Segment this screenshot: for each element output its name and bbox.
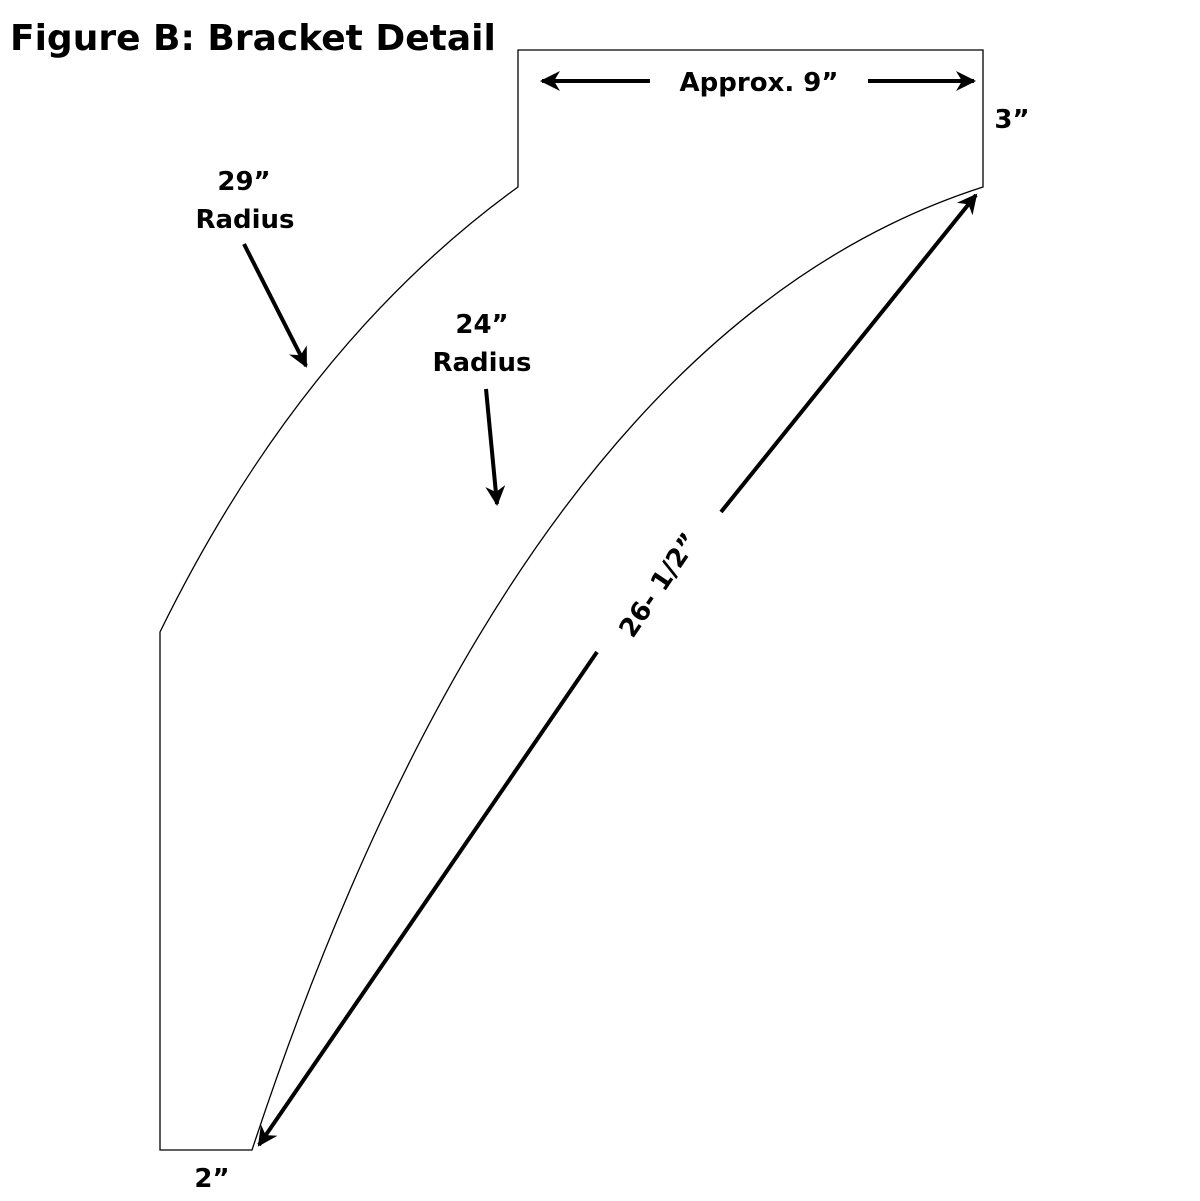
figure-title: Figure B: Bracket Detail [10,18,496,59]
diagonal-arrow-upper [719,193,978,514]
right-height-label: 3” [994,105,1029,135]
inner-radius-word: Radius [432,348,531,378]
diagonal-arrow-lower [257,650,599,1147]
top-width-label: Approx. 9” [680,68,839,98]
inner-radius-arrow [484,388,506,506]
diagonal-length-label: 26- 1/2” [614,528,705,643]
bottom-width-label: 2” [194,1164,229,1194]
outer-radius-word: Radius [195,205,294,235]
inner-radius-value: 24” [455,310,508,340]
outer-radius-value: 29” [217,167,270,197]
bracket-outline [159,49,984,1151]
outer-radius-arrow [242,243,308,368]
